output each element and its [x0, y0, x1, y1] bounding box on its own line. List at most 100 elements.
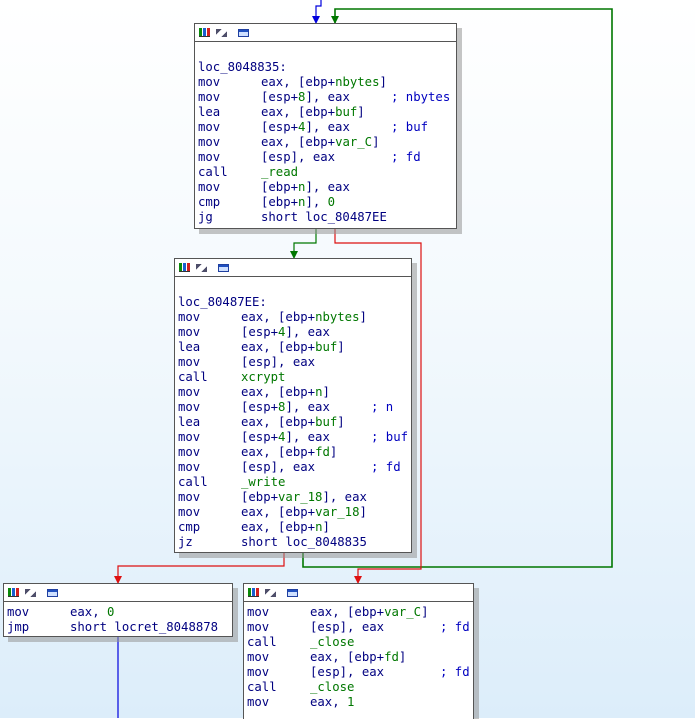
- code-operands[interactable]: _close: [310, 635, 355, 649]
- graph-icon[interactable]: [8, 588, 19, 597]
- code-operands[interactable]: [esp], eax: [241, 460, 316, 474]
- code-line[interactable]: call_close: [247, 680, 473, 695]
- code-line[interactable]: mov[ebp+n], eax: [198, 180, 456, 195]
- code-operands[interactable]: [ebp+n], eax: [261, 180, 350, 194]
- code-line[interactable]: loc_80487EE:: [178, 295, 411, 310]
- code-mnemonic: cmp: [178, 520, 201, 534]
- code-line[interactable]: mov[ebp+var_18], eax: [178, 490, 411, 505]
- code-line[interactable]: call xcrypt: [178, 370, 411, 385]
- code-label[interactable]: loc_8048835:: [198, 60, 287, 74]
- bowtie-icon[interactable]: [265, 588, 281, 597]
- code-operands[interactable]: eax, [ebp+buf]: [241, 415, 345, 429]
- code-operands[interactable]: eax, [ebp+buf]: [241, 340, 345, 354]
- code-mnemonic: mov: [178, 445, 201, 459]
- code-operands[interactable]: _read: [261, 165, 299, 179]
- code-operands[interactable]: [esp], eax: [261, 150, 336, 164]
- code-line[interactable]: mov[esp], eax: [178, 355, 411, 370]
- graph-icon[interactable]: [248, 588, 259, 597]
- code-operands[interactable]: [esp+4], eax: [241, 430, 330, 444]
- code-line[interactable]: mov eax, [ebp+fd]: [247, 650, 473, 665]
- code-mnemonic: jz: [178, 535, 193, 549]
- code-operands[interactable]: eax, [ebp+var_18]: [241, 505, 367, 519]
- code-operands[interactable]: [esp+4], eax: [261, 120, 350, 134]
- code-line[interactable]: call_write: [178, 475, 411, 490]
- code-line[interactable]: jz short loc_8048835: [178, 535, 411, 550]
- window-icon[interactable]: [47, 588, 58, 597]
- graph-icon[interactable]: [199, 28, 210, 37]
- code-line[interactable]: [178, 280, 411, 295]
- code-line[interactable]: loc_8048835:: [198, 60, 456, 75]
- code-line[interactable]: mov eax, [ebp+fd]: [178, 445, 411, 460]
- code-operands[interactable]: [esp], eax: [241, 355, 316, 369]
- code-operands[interactable]: xcrypt: [241, 370, 286, 384]
- bowtie-icon[interactable]: [216, 28, 232, 37]
- graph-icon[interactable]: [179, 263, 190, 272]
- window-icon[interactable]: [238, 28, 249, 37]
- code-operands[interactable]: [ebp+n], 0: [261, 195, 336, 209]
- window-icon[interactable]: [218, 263, 229, 272]
- code-operands[interactable]: eax, [ebp+nbytes]: [241, 310, 367, 324]
- code-operands[interactable]: eax, 1: [310, 695, 355, 709]
- code-label[interactable]: loc_80487EE:: [178, 295, 267, 309]
- code-operands[interactable]: _close: [310, 680, 355, 694]
- code-line[interactable]: mov[esp], eax; fd: [178, 460, 411, 475]
- bowtie-icon[interactable]: [196, 263, 212, 272]
- code-line[interactable]: mov[esp+8], eax; n: [178, 400, 411, 415]
- code-line[interactable]: cmp[ebp+n], 0: [198, 195, 456, 210]
- code-operands[interactable]: [esp], eax: [310, 620, 385, 634]
- code-operands[interactable]: eax, [ebp+var_C]: [261, 135, 380, 149]
- code-line[interactable]: mov[esp+8], eax; nbytes: [198, 90, 456, 105]
- code-operands[interactable]: short locret_8048878: [70, 620, 219, 634]
- code-line[interactable]: mov[esp], eax; fd: [247, 620, 473, 635]
- code-operands[interactable]: [ebp+var_18], eax: [241, 490, 367, 504]
- code-operands[interactable]: eax, [ebp+fd]: [241, 445, 338, 459]
- code-operands[interactable]: eax, [ebp+nbytes]: [261, 75, 387, 89]
- code-operands[interactable]: [esp+8], eax: [261, 90, 350, 104]
- code-mnemonic: call: [178, 370, 208, 384]
- code-operands[interactable]: [esp], eax: [310, 665, 385, 679]
- code-operands[interactable]: eax, [ebp+buf]: [261, 105, 365, 119]
- code-mnemonic: mov: [247, 665, 270, 679]
- code-line[interactable]: [198, 45, 456, 60]
- code-operands[interactable]: eax, [ebp+fd]: [310, 650, 407, 664]
- code-line[interactable]: call_close: [247, 635, 473, 650]
- code-line[interactable]: mov[esp], eax; fd: [198, 150, 456, 165]
- code-line[interactable]: mov[esp+4], eax: [178, 325, 411, 340]
- node-header: [4, 584, 232, 602]
- code-line[interactable]: call_read: [198, 165, 456, 180]
- code-line[interactable]: mov[esp+4], eax; buf: [178, 430, 411, 445]
- code-operands[interactable]: eax, [ebp+n]: [241, 385, 330, 399]
- code-operands[interactable]: [esp+4], eax: [241, 325, 330, 339]
- code-operands[interactable]: eax, [ebp+n]: [241, 520, 330, 534]
- window-icon[interactable]: [287, 588, 298, 597]
- code-operands[interactable]: short loc_8048835: [241, 535, 367, 549]
- code-line[interactable]: mov[esp+4], eax; buf: [198, 120, 456, 135]
- code-operands[interactable]: eax, 0: [70, 605, 115, 619]
- code-mnemonic: mov: [247, 650, 270, 664]
- bowtie-icon[interactable]: [25, 588, 41, 597]
- code-line[interactable]: cmp eax, [ebp+n]: [178, 520, 411, 535]
- code-operands[interactable]: short loc_80487EE: [261, 210, 387, 224]
- code-line[interactable]: mov[esp], eax; fd: [247, 665, 473, 680]
- code-operands[interactable]: eax, [ebp+var_C]: [310, 605, 429, 619]
- code-operands[interactable]: [esp+8], eax: [241, 400, 330, 414]
- code-operands[interactable]: _write: [241, 475, 286, 489]
